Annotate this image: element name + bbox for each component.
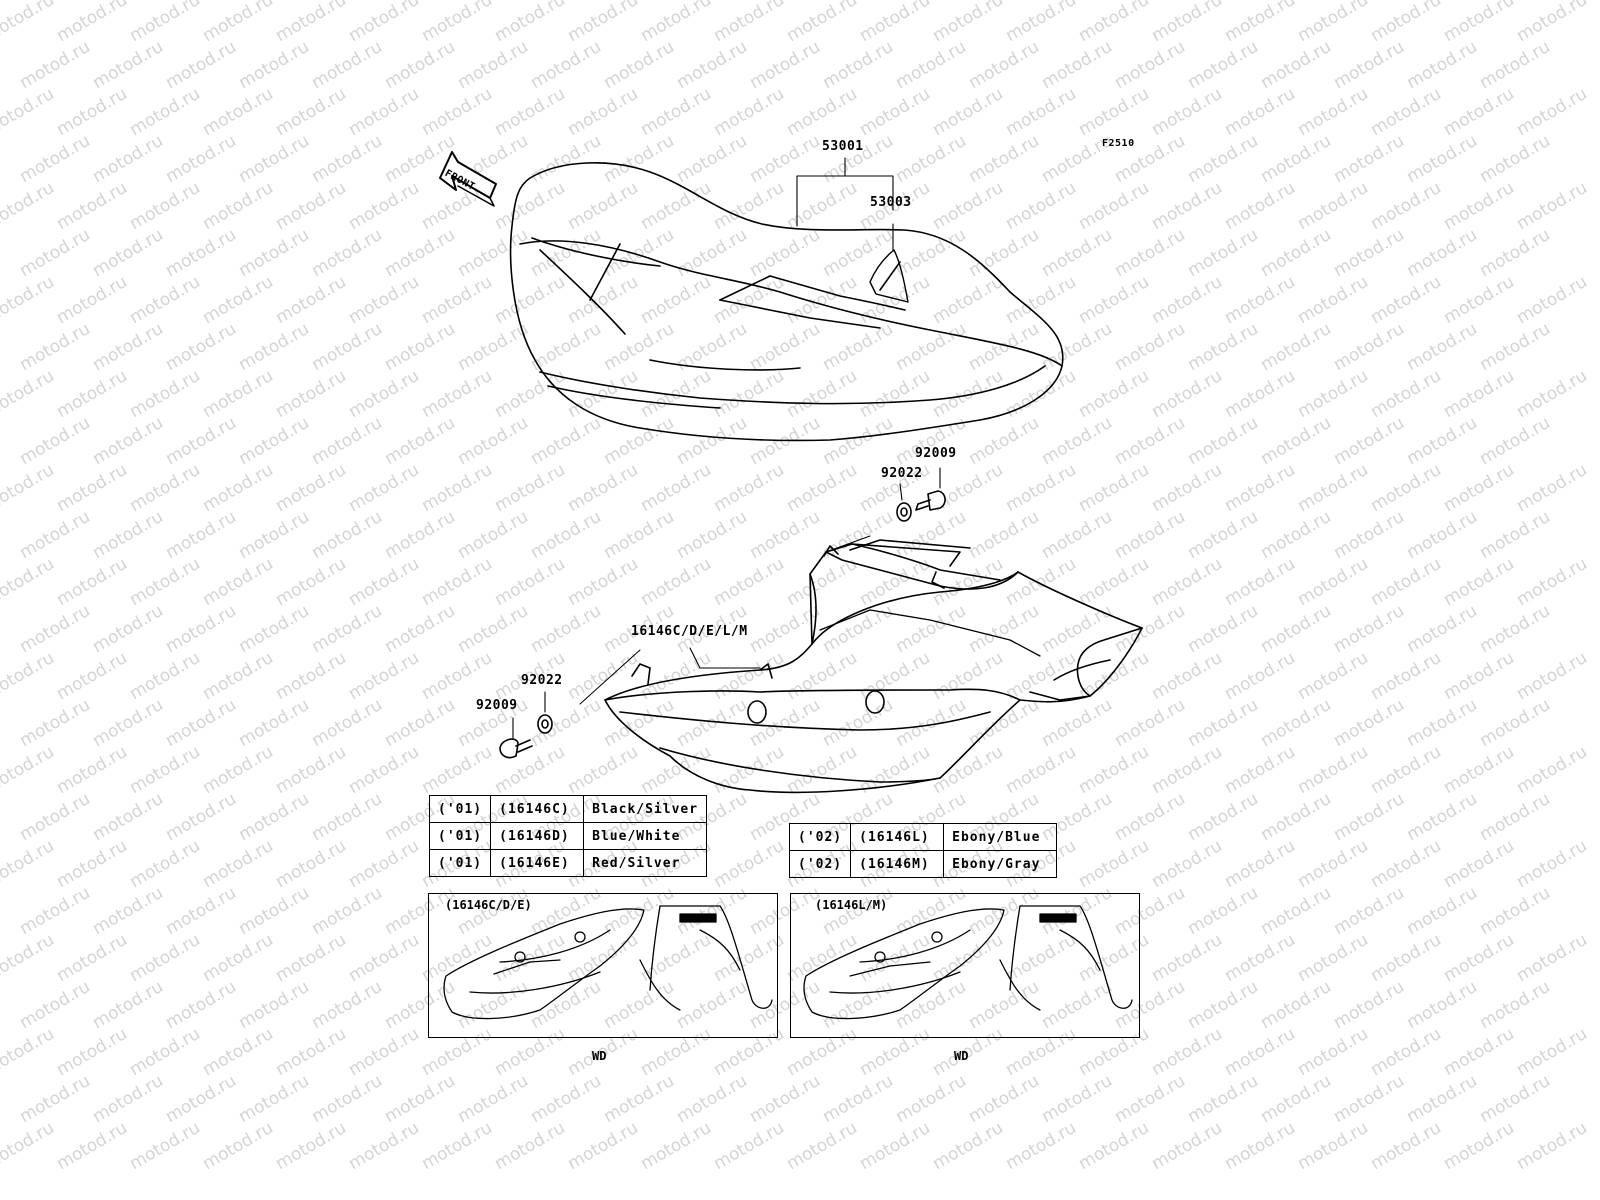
detail-box-1: [428, 893, 778, 1038]
color-cell: Blue/White: [583, 822, 708, 850]
part-cell: (16146M): [850, 850, 945, 878]
side-cover-drawing: [579, 535, 1143, 794]
bolt-left-icon: [499, 738, 533, 759]
detail-box-2-label: (16146L/M): [815, 898, 888, 912]
year-cell: ('01): [428, 795, 492, 823]
year-cell: ('01): [428, 849, 492, 877]
table-row: ('02) (16146M) Ebony/Gray: [788, 850, 1058, 878]
table-row: ('02) (16146L) Ebony/Blue: [788, 823, 1058, 851]
bolt-right-icon: [915, 490, 946, 511]
callout-washer-right: 92022: [881, 466, 923, 481]
detail-box-1-label: (16146C/D/E): [445, 898, 532, 912]
color-cell: Red/Silver: [583, 849, 708, 877]
callout-washer-left: 92022: [521, 673, 563, 688]
callout-cover-part: 16146C/D/E/L/M: [631, 624, 748, 639]
seat-drawing: [509, 162, 1064, 442]
color-table-left: ('01) (16146C) Black/Silver ('01) (16146…: [428, 795, 708, 877]
part-cell: (16146L): [850, 823, 945, 851]
detail-box-1-caption: WD: [592, 1049, 607, 1063]
callout-bolt-left: 92009: [476, 698, 518, 713]
part-cell: (16146E): [490, 849, 585, 877]
washer-right-icon: [896, 502, 912, 522]
washer-left-icon: [537, 714, 553, 734]
figure-code: F2510: [1102, 138, 1135, 149]
color-cell: Ebony/Gray: [943, 850, 1058, 878]
detail-1-drawing: [443, 905, 773, 1020]
part-cell: (16146D): [490, 822, 585, 850]
table-row: ('01) (16146C) Black/Silver: [428, 795, 708, 823]
table-row: ('01) (16146E) Red/Silver: [428, 849, 708, 877]
detail-box-2: [790, 893, 1140, 1038]
front-arrow-icon: [439, 151, 497, 207]
color-cell: Black/Silver: [583, 795, 708, 823]
detail-2-drawing: [803, 905, 1133, 1020]
leader-lines: [512, 157, 941, 739]
year-cell: ('02): [788, 823, 852, 851]
table-row: ('01) (16146D) Blue/White: [428, 822, 708, 850]
year-cell: ('01): [428, 822, 492, 850]
callout-seat-assy: 53001: [822, 139, 864, 154]
callout-bolt-right: 92009: [915, 446, 957, 461]
color-cell: Ebony/Blue: [943, 823, 1058, 851]
year-cell: ('02): [788, 850, 852, 878]
part-cell: (16146C): [490, 795, 585, 823]
color-table-right: ('02) (16146L) Ebony/Blue ('02) (16146M)…: [788, 823, 1058, 878]
detail-box-2-caption: WD: [954, 1049, 969, 1063]
callout-seat-part: 53003: [870, 195, 912, 210]
